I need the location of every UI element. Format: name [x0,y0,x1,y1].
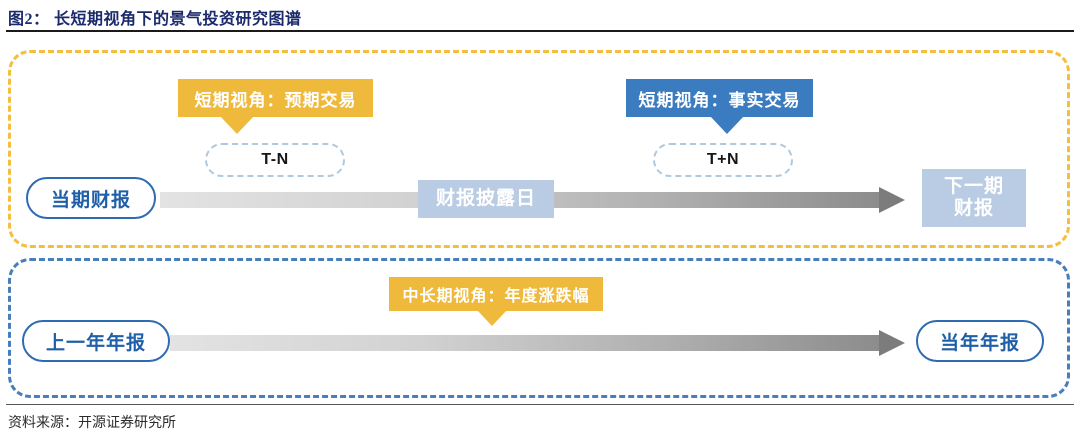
callout-short-term-fact: 短期视角：事实交易 [626,79,813,134]
node-current-report: 当期财报 [26,177,156,219]
arrow-shaft [170,335,881,351]
time-marker-t-minus-n: T-N [205,143,345,177]
long-term-panel [8,258,1070,398]
title-divider [6,30,1074,32]
callout-notch-icon [710,116,744,134]
callout-short-term-expectation: 短期视角：预期交易 [178,79,373,134]
arrow-head-icon [879,330,905,356]
arrow-head-icon [879,187,905,213]
node-previous-annual-report: 上一年年报 [22,320,170,362]
time-marker-t-plus-n: T+N [653,143,793,177]
page-title: 图2： 长短期视角下的景气投资研究图谱 [8,11,302,28]
callout-label: 短期视角：事实交易 [638,90,801,110]
callout-mid-long-term-annual-change: 中长期视角：年度涨跌幅 [389,277,603,326]
callout-label: 短期视角：预期交易 [194,90,357,110]
node-report-disclosure-date: 财报披露日 [418,180,554,218]
node-current-annual-report: 当年年报 [916,320,1044,362]
callout-notch-icon [220,116,254,134]
source-note: 资料来源：开源证券研究所 [8,416,176,431]
node-next-period-report: 下一期 财报 [922,169,1026,227]
callout-notch-icon [477,310,507,326]
callout-label: 中长期视角：年度涨跌幅 [402,288,590,305]
short-term-panel [8,50,1070,248]
source-divider [6,404,1074,405]
timeline-arrow-long-term [170,330,905,356]
